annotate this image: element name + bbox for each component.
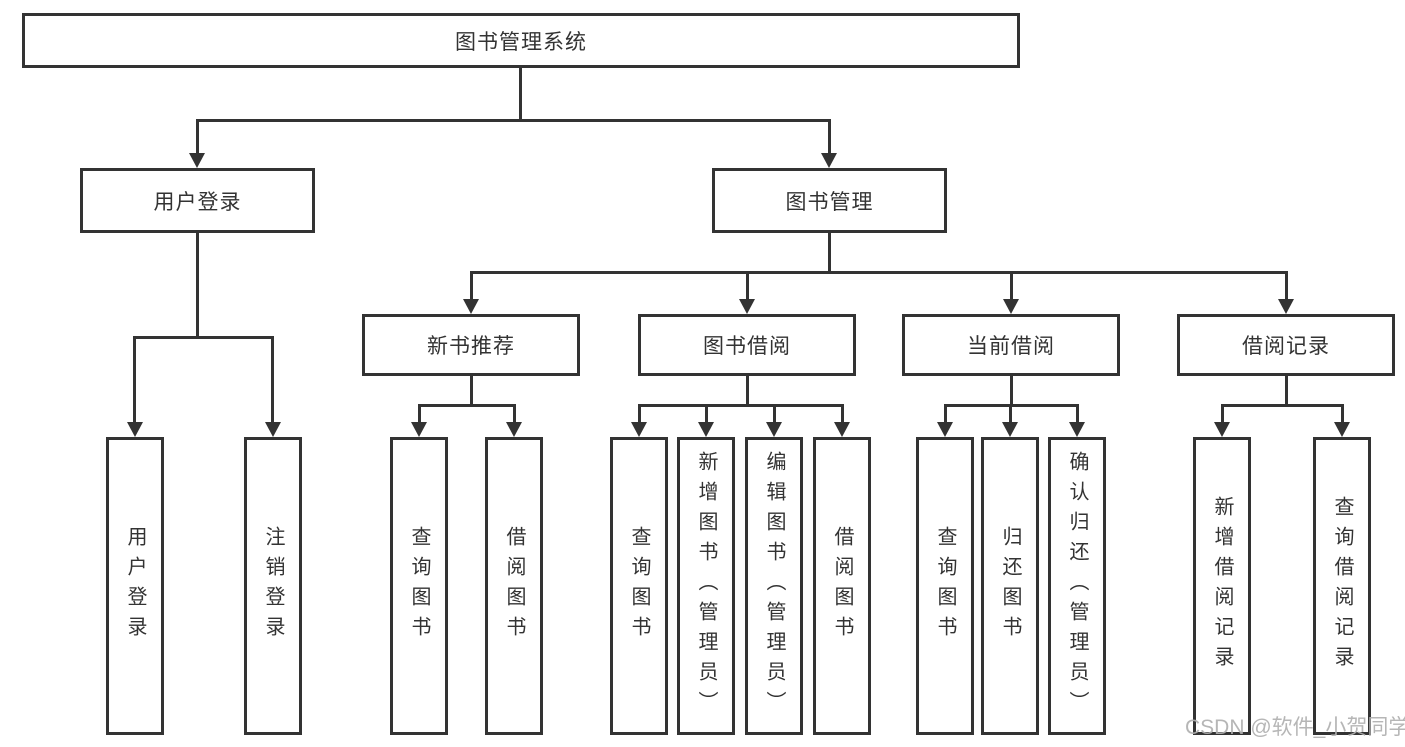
connector-line [470,271,1287,274]
connector-line [418,404,421,424]
leaf-edit-books-admin-label: 编辑图书（管理员） [763,451,785,721]
node-root-label: 图书管理系统 [455,30,587,54]
connector-line [1010,376,1013,407]
connector-line [1341,404,1344,424]
leaf-borrow-books-recommend-label: 借阅图书 [503,526,525,646]
leaf-user-login: 用户登录 [106,437,164,735]
leaf-query-borrow-record-label: 查询借阅记录 [1331,496,1353,676]
connector-line [418,404,516,407]
arrow-down-icon [1003,299,1019,314]
node-book-management: 图书管理 [712,168,947,233]
leaf-add-borrow-record-label: 新增借阅记录 [1211,496,1233,676]
node-current-borrowing: 当前借阅 [902,314,1120,376]
csdn-watermark: CSDN @软件_小贺同学 [1185,716,1405,739]
node-book-management-label: 图书管理 [785,190,874,214]
connector-line [133,336,274,339]
arrow-down-icon [631,422,647,437]
node-user-login-label: 用户登录 [153,190,242,214]
arrow-down-icon [739,299,755,314]
connector-line [638,404,844,407]
leaf-query-books-recommend: 查询图书 [390,437,448,735]
leaf-add-borrow-record: 新增借阅记录 [1193,437,1251,735]
leaf-add-books-admin: 新增图书（管理员） [677,437,735,735]
node-book-borrowing: 图书借阅 [638,314,856,376]
connector-line [705,404,708,424]
arrow-down-icon [463,299,479,314]
connector-line [841,404,844,424]
connector-line [519,68,522,120]
leaf-add-books-admin-label: 新增图书（管理员） [695,451,717,721]
leaf-logout-label: 注销登录 [262,526,284,646]
connector-line [828,233,831,274]
arrow-down-icon [506,422,522,437]
connector-line [1010,271,1013,301]
leaf-borrow-books-label: 借阅图书 [831,526,853,646]
connector-line [470,376,473,407]
leaf-query-books-borrowing: 查询图书 [610,437,668,735]
connector-line [196,233,199,339]
connector-line [196,119,831,122]
connector-line [746,271,749,301]
connector-line [271,336,274,424]
node-new-book-recommend-label: 新书推荐 [427,335,515,358]
arrow-down-icon [766,422,782,437]
leaf-query-books-current-label: 查询图书 [934,526,956,646]
node-borrowing-records: 借阅记录 [1177,314,1395,376]
leaf-borrow-books-recommend: 借阅图书 [485,437,543,735]
connector-line [513,404,516,424]
leaf-user-login-label: 用户登录 [124,526,146,646]
leaf-query-books-current: 查询图书 [916,437,974,735]
connector-line [133,336,136,424]
arrow-down-icon [1214,422,1230,437]
arrow-down-icon [1002,422,1018,437]
node-borrowing-records-label: 借阅记录 [1242,335,1330,358]
arrow-down-icon [1069,422,1085,437]
connector-line [470,271,473,301]
node-book-borrowing-label: 图书借阅 [703,335,791,358]
connector-line [638,404,641,424]
arrow-down-icon [937,422,953,437]
connector-line [1221,404,1344,407]
leaf-return-books-label: 归还图书 [999,526,1021,646]
node-root: 图书管理系统 [22,13,1020,68]
arrow-down-icon [1278,299,1294,314]
connector-line [1285,376,1288,407]
connector-line [1009,404,1012,424]
connector-line [828,119,831,154]
connector-line [944,404,947,424]
connector-line [1076,404,1079,424]
arrow-down-icon [189,153,205,168]
arrow-down-icon [1334,422,1350,437]
leaf-return-books: 归还图书 [981,437,1039,735]
node-current-borrowing-label: 当前借阅 [967,335,1055,358]
connector-line [746,376,749,407]
arrow-down-icon [698,422,714,437]
arrow-down-icon [821,153,837,168]
arrow-down-icon [834,422,850,437]
leaf-query-borrow-record: 查询借阅记录 [1313,437,1371,735]
arrow-down-icon [127,422,143,437]
leaf-borrow-books: 借阅图书 [813,437,871,735]
leaf-query-books-borrowing-label: 查询图书 [628,526,650,646]
connector-line [1285,271,1288,301]
leaf-edit-books-admin: 编辑图书（管理员） [745,437,803,735]
arrow-down-icon [411,422,427,437]
leaf-confirm-return-admin: 确认归还（管理员） [1048,437,1106,735]
arrow-down-icon [265,422,281,437]
node-new-book-recommend: 新书推荐 [362,314,580,376]
leaf-confirm-return-admin-label: 确认归还（管理员） [1066,451,1088,721]
leaf-logout: 注销登录 [244,437,302,735]
connector-line [196,119,199,154]
connector-line [1221,404,1224,424]
connector-line [773,404,776,424]
leaf-query-books-recommend-label: 查询图书 [408,526,430,646]
node-user-login: 用户登录 [80,168,315,233]
